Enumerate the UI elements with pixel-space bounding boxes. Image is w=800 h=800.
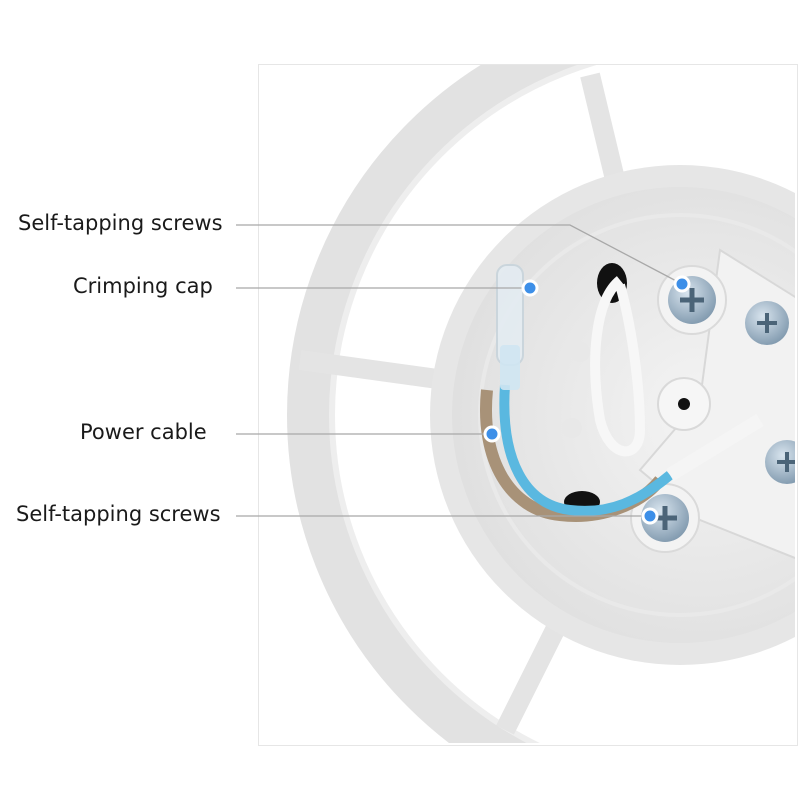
screw-bracket-2 [765,440,795,484]
label-power-cable: Power cable [80,420,207,444]
label-self-tapping-screws-bottom: Self-tapping screws [16,502,221,526]
white-wire-loop [590,276,646,457]
label-self-tapping-screws-top: Self-tapping screws [18,211,223,235]
callout-dot-power-cable [483,425,501,443]
callout-dot-screws-top [673,275,691,293]
callout-dots [483,275,691,525]
screw-bracket-1 [745,301,789,345]
label-crimping-cap: Crimping cap [73,274,213,298]
leader-lines [236,224,683,517]
callout-dot-screws-bottom [641,507,659,525]
outer-ring [287,65,590,743]
callout-dot-crimping-cap [521,279,539,297]
leader-line-screws-top [236,224,683,285]
blue-wire [499,384,674,516]
screw-bottom [630,483,700,553]
